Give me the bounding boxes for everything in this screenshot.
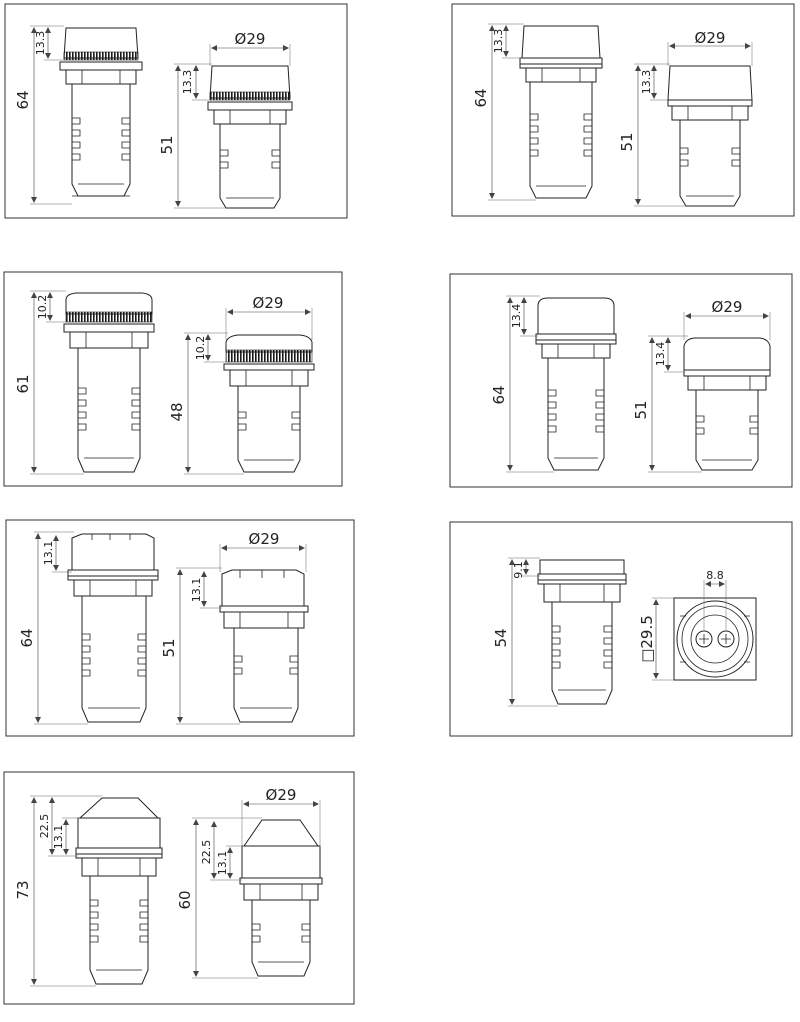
total-height-label: 51 <box>618 132 636 151</box>
total-height-label: 51 <box>160 638 178 657</box>
diameter-label: Ø29 <box>249 530 280 548</box>
total-height-label: 64 <box>472 88 490 107</box>
cap-height-label: 10.2 <box>194 336 207 361</box>
front-view: Ø29 51 13.3 <box>158 30 293 209</box>
cap-height-label: 10.2 <box>36 295 49 320</box>
panel-6: 54 9.1 8.8 □29.5 <box>449 521 793 737</box>
panel-frame <box>449 521 793 737</box>
panel-2: 64 13.3 Ø29 51 <box>451 3 795 217</box>
total-height-label: 51 <box>158 135 176 154</box>
rear-view: 8.8 □29.5 <box>638 569 757 681</box>
side-view: 61 10.2 <box>14 290 155 475</box>
front-view: Ø29 51 13.3 <box>618 29 753 207</box>
panel-frame <box>3 271 343 487</box>
side-view: 64 13.4 <box>490 295 617 473</box>
panel-1: 64 13.3 Ø29 <box>4 3 348 219</box>
front-view: Ø29 60 22.5 13.1 <box>176 786 323 979</box>
cap-height-lower-label: 13.1 <box>216 851 229 876</box>
side-view: 73 22.5 13.1 <box>14 795 163 987</box>
side-view: 64 13.3 <box>472 23 603 201</box>
cap-height-label: 13.3 <box>640 70 653 95</box>
total-height-label: 73 <box>14 880 32 899</box>
diameter-label: Ø29 <box>266 786 297 804</box>
front-view: Ø29 51 13.1 <box>160 530 309 725</box>
cap-height-label: 9.1 <box>512 561 525 579</box>
total-height-label: 64 <box>490 385 508 404</box>
panel-4: 64 13.4 Ø29 51 <box>449 273 793 488</box>
diameter-label: Ø29 <box>235 30 266 48</box>
cap-height-label: 13.3 <box>34 31 47 56</box>
cap-height-label: 13.1 <box>42 541 55 566</box>
panel-frame <box>451 3 795 217</box>
cap-height-label: 13.1 <box>190 578 203 603</box>
diameter-label: Ø29 <box>695 29 726 47</box>
total-height-label: 60 <box>176 890 194 909</box>
panel-7: 73 22.5 13.1 Ø29 <box>3 771 355 1005</box>
cap-height-label: 13.3 <box>181 70 194 95</box>
total-height-label: 61 <box>14 374 32 393</box>
diameter-label: Ø29 <box>253 294 284 312</box>
front-view: Ø29 51 13.4 <box>632 298 771 473</box>
diameter-label: Ø29 <box>712 298 743 316</box>
square-size-label: □29.5 <box>638 615 656 663</box>
cap-height-label: 13.3 <box>492 29 505 54</box>
front-view: Ø29 48 10.2 <box>168 294 315 475</box>
cap-height-label: 13.4 <box>654 342 667 367</box>
terminal-spacing-label: 8.8 <box>706 569 724 582</box>
total-height-label: 64 <box>14 90 32 109</box>
panel-frame <box>3 771 355 1005</box>
cap-height-lower-label: 13.1 <box>52 825 65 850</box>
side-view: 54 9.1 <box>492 557 627 707</box>
side-view: 64 13.1 <box>18 531 159 725</box>
cap-height-label: 13.4 <box>510 304 523 329</box>
panel-frame <box>449 273 793 488</box>
total-height-label: 54 <box>492 628 510 647</box>
cap-height-label: 22.5 <box>200 840 213 865</box>
panel-3: 61 10.2 Ø29 <box>3 271 343 487</box>
panel-5: 64 13.1 Ø29 <box>5 519 355 737</box>
total-height-label: 64 <box>18 628 36 647</box>
side-view: 64 13.3 <box>14 25 143 205</box>
panel-frame <box>5 519 355 737</box>
total-height-label: 51 <box>632 400 650 419</box>
total-height-label: 48 <box>168 402 186 421</box>
panel-frame <box>4 3 348 219</box>
cap-height-label: 22.5 <box>38 814 51 839</box>
